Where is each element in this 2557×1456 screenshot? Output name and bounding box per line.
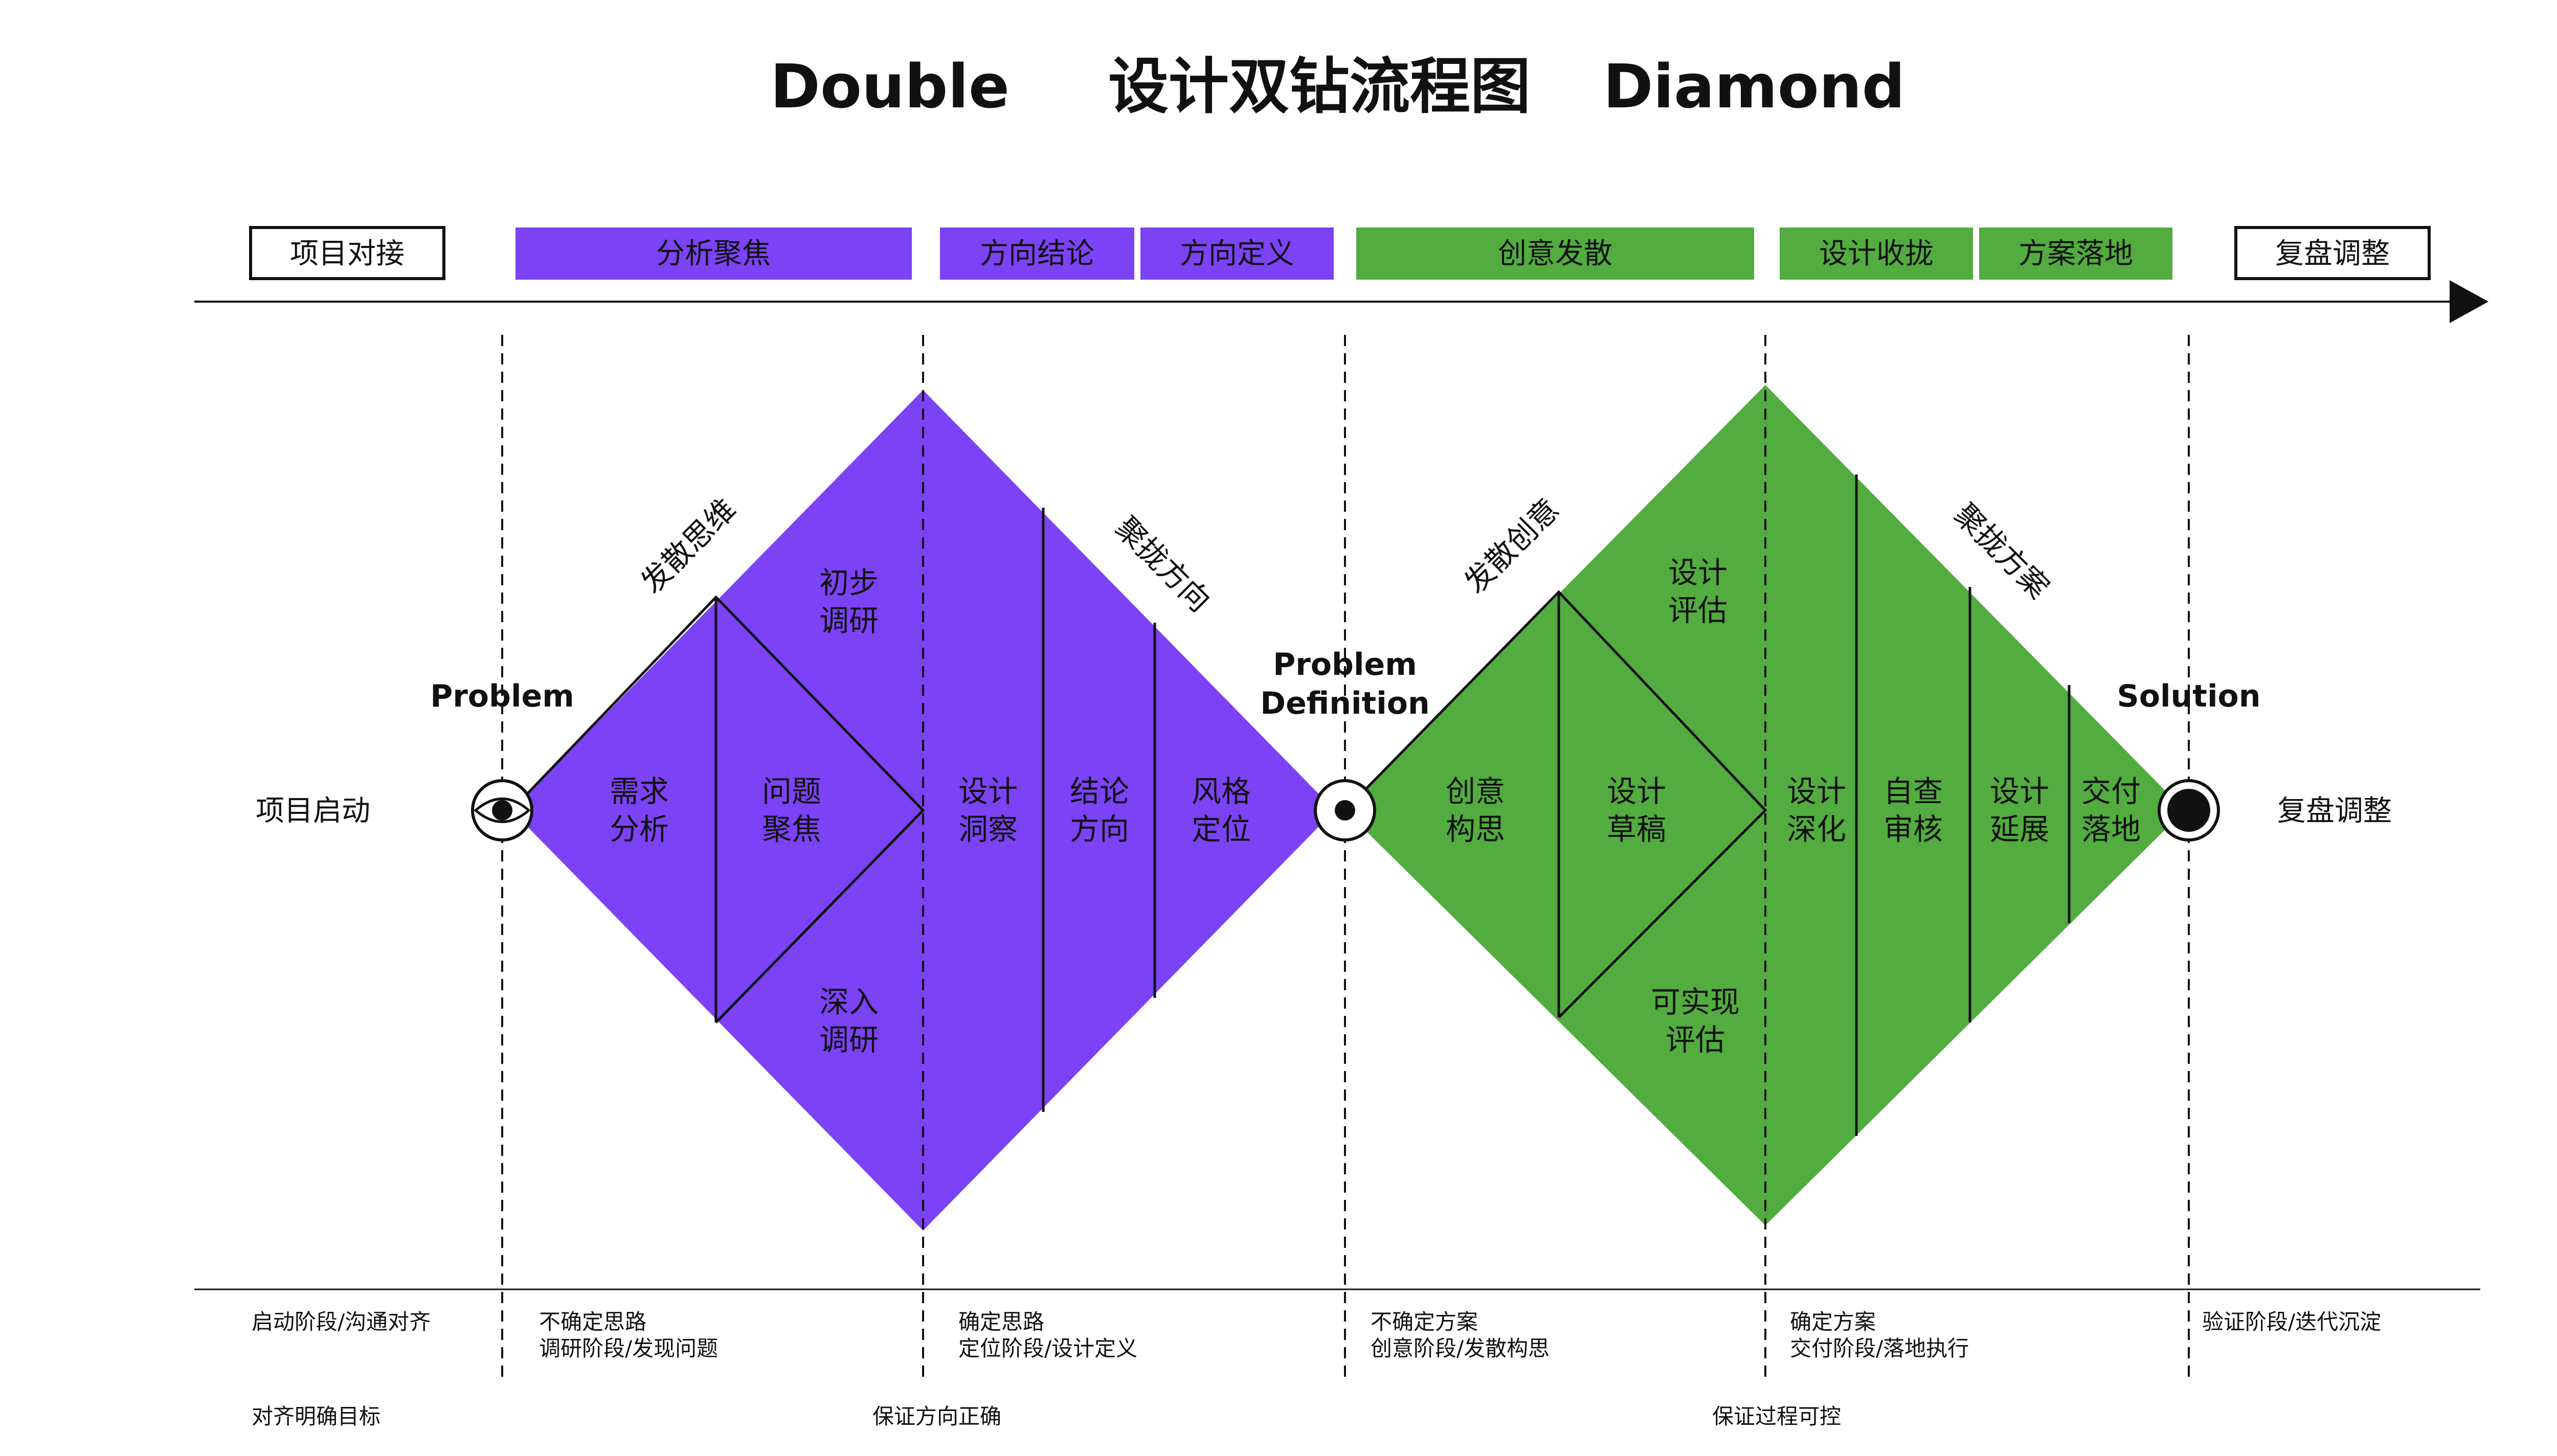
goal-ensure-direction: 保证方向正确 (872, 1404, 1001, 1429)
phase-note-5-line2: 交付阶段/落地执行 (1790, 1336, 1969, 1361)
stage-box-4: 方向定义 (1140, 228, 1334, 280)
node-line: 设计 (1990, 774, 2049, 809)
milestone-problem: Problem (430, 678, 574, 714)
stage-box-3: 方向结论 (940, 228, 1134, 280)
phase-note-1-line1: 启动阶段/沟通对齐 (252, 1309, 431, 1334)
stage-label: 项目对接 (290, 237, 405, 270)
stage-label: 方案落地 (2018, 237, 2133, 270)
definition-dot-icon (1314, 779, 1376, 841)
node-line: 设计 (1607, 774, 1666, 809)
stage-box-6: 设计收拢 (1780, 228, 1973, 280)
phase-note-4-line1: 不确定方案 (1371, 1309, 1478, 1334)
phase-note-2-line2: 调研阶段/发现问题 (539, 1336, 718, 1361)
node-line: 风格 (1192, 774, 1251, 809)
node-conclusion-direction: 结论 方向 (1070, 774, 1129, 847)
node-line: 交付 (2081, 774, 2141, 809)
timeline-arrow (194, 280, 2488, 323)
stage-label: 方向定义 (1180, 237, 1294, 270)
phase-dividers (501, 335, 2190, 1380)
diag-label-diverge-thinking: 发散思维 (634, 492, 743, 600)
title-left: Double (770, 51, 1010, 122)
phase-notes: 启动阶段/沟通对齐 不确定思路 调研阶段/发现问题 确定思路 定位阶段/设计定义… (252, 1309, 2381, 1361)
node-line: 分析 (610, 812, 669, 847)
stage-box-2: 分析聚焦 (515, 228, 912, 280)
node-deep-research: 深入 调研 (819, 985, 879, 1057)
stage-label: 复盘调整 (2275, 237, 2390, 270)
node-design-insight: 设计 洞察 (958, 774, 1018, 847)
node-line: 初步 (819, 565, 879, 600)
node-line: 需求 (610, 774, 669, 809)
label-project-start: 项目启动 (256, 794, 370, 828)
title-center: 设计双钻流程图 (1108, 51, 1531, 122)
node-line: 自查 (1883, 774, 1943, 809)
stage-label: 方向结论 (980, 237, 1094, 270)
node-line: 创意 (1446, 774, 1505, 809)
node-requirement-analysis: 需求 分析 (610, 774, 669, 847)
node-line: 落地 (2081, 812, 2141, 847)
diamond-discover-define (510, 390, 1335, 1231)
stage-label: 分析聚焦 (656, 237, 771, 270)
node-line: 聚焦 (762, 812, 821, 847)
node-line: 定位 (1192, 812, 1251, 847)
diag-label-diverge-ideas: 发散创意 (1457, 492, 1566, 600)
node-design-deepening: 设计 深化 (1787, 774, 1846, 847)
node-design-draft: 设计 草稿 (1607, 774, 1666, 847)
node-initial-research: 初步 调研 (819, 565, 879, 638)
goal-ensure-process: 保证过程可控 (1712, 1404, 1841, 1429)
node-line: 结论 (1070, 774, 1129, 809)
stage-box-7: 方案落地 (1979, 228, 2172, 280)
stage-box-5: 创意发散 (1356, 228, 1754, 280)
milestone-solution: Solution (2117, 678, 2261, 714)
phase-note-4-line2: 创意阶段/发散构思 (1371, 1336, 1550, 1361)
node-line: 深入 (819, 985, 879, 1019)
node-feasibility-evaluation: 可实现 评估 (1651, 985, 1740, 1057)
node-line: 问题 (762, 774, 821, 809)
node-line: 方向 (1070, 812, 1129, 847)
stage-label: 设计收拢 (1819, 237, 1934, 270)
node-line: 调研 (819, 1022, 879, 1057)
phase-note-3-line2: 定位阶段/设计定义 (958, 1336, 1137, 1361)
node-line: 评估 (1666, 1022, 1725, 1057)
goals: 对齐明确目标 保证方向正确 保证过程可控 (252, 1404, 1841, 1429)
node-line: 草稿 (1607, 812, 1666, 847)
node-line: 调研 (819, 603, 879, 638)
phase-note-3-line1: 确定思路 (958, 1309, 1044, 1334)
solution-dot-icon (2158, 779, 2220, 841)
node-line: 深化 (1787, 812, 1846, 847)
stage-bar: 项目对接 分析聚焦 方向结论 方向定义 创意发散 设计收拢 方案落地 复盘调整 (249, 226, 2431, 280)
node-line: 设计 (958, 774, 1018, 809)
node-design-evaluation: 设计 评估 (1668, 555, 1728, 628)
node-line: 设计 (1787, 774, 1846, 809)
stage-box-8: 复盘调整 (2234, 226, 2431, 280)
phase-note-6-line1: 验证阶段/迭代沉淀 (2202, 1309, 2381, 1334)
node-line: 审核 (1883, 812, 1943, 847)
phase-note-5-line1: 确定方案 (1790, 1309, 1876, 1334)
node-idea-concept: 创意 构思 (1446, 774, 1505, 847)
node-line: 评估 (1668, 593, 1728, 628)
phase-note-2-line1: 不确定思路 (539, 1309, 646, 1334)
node-line: 延展 (1990, 812, 2049, 847)
node-line: 设计 (1668, 555, 1728, 590)
node-delivery: 交付 落地 (2081, 774, 2141, 847)
milestone-definition-line1: Problem (1273, 647, 1417, 682)
label-review: 复盘调整 (2277, 794, 2392, 828)
title-right: Diamond (1603, 51, 1905, 122)
stage-box-1: 项目对接 (249, 226, 445, 280)
node-style-positioning: 风格 定位 (1192, 774, 1251, 847)
node-design-extension: 设计 延展 (1990, 774, 2049, 847)
eye-icon (471, 779, 533, 841)
stage-label: 创意发散 (1498, 237, 1612, 270)
goal-align-target: 对齐明确目标 (252, 1404, 380, 1429)
node-line: 可实现 (1651, 985, 1740, 1019)
node-problem-focus: 问题 聚焦 (762, 774, 821, 847)
node-self-review: 自查 审核 (1883, 774, 1943, 847)
node-line: 构思 (1446, 812, 1505, 847)
node-line: 洞察 (958, 812, 1018, 847)
milestone-definition-line2: Definition (1260, 686, 1429, 721)
